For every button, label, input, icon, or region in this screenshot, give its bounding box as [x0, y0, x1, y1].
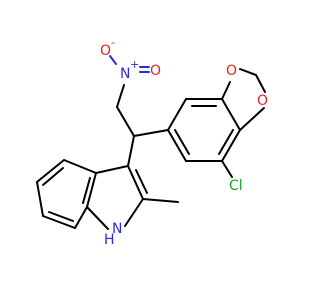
- bond-c-nh: [124, 198, 144, 227]
- bond: [86, 172, 97, 208]
- nitro-nitrogen-label: N: [120, 66, 130, 82]
- double-bond-inner: [82, 177, 91, 204]
- bond: [167, 129, 187, 162]
- bond-o-ch2: [239, 68, 257, 76]
- bond-methyl: [142, 198, 179, 203]
- bond-ch-ch2: [116, 106, 135, 137]
- bond: [36, 181, 44, 217]
- bond: [127, 135, 135, 167]
- bond-double-inner: [135, 169, 148, 194]
- bond: [167, 98, 187, 131]
- bond: [63, 159, 97, 174]
- bond: [221, 129, 241, 162]
- double-bond-inner: [42, 167, 64, 186]
- bond-ar-ch: [133, 129, 169, 137]
- bond-c-o: [221, 81, 231, 100]
- bond: [74, 206, 88, 229]
- bond: [36, 159, 65, 183]
- bond: [221, 98, 241, 131]
- dioxole-ring: [221, 68, 266, 131]
- benzodioxole-ring: [167, 98, 241, 162]
- bond-n-o: [109, 55, 117, 65]
- bond-c-cl: [221, 160, 233, 178]
- structure-svg: N + O - O O O Cl N H: [36, 36, 268, 248]
- molecule-structure-canvas: N + O - O O O Cl N H: [36, 36, 268, 248]
- double-bond-inner: [48, 211, 74, 222]
- dioxole-oxygen-top-label: O: [226, 63, 237, 79]
- nitro-nitrogen-charge: +: [130, 58, 139, 71]
- bond-o-c: [239, 107, 265, 131]
- indole-nitrogen-label: N: [112, 221, 122, 237]
- bond: [42, 215, 76, 229]
- bond-ch2-o: [255, 74, 266, 93]
- bond: [95, 165, 129, 174]
- nitro-oxygen-charge: -: [111, 36, 115, 49]
- chlorine-label: Cl: [229, 178, 243, 194]
- bond-double: [127, 165, 144, 200]
- double-bond-inner: [218, 129, 234, 155]
- bond-nh-c: [86, 206, 109, 230]
- side-chain: [109, 55, 169, 137]
- indole-hydrogen-label: H: [104, 232, 115, 248]
- nitro-oxygen-double-label: O: [150, 63, 161, 79]
- nitro-oxygen-label: O: [100, 43, 111, 59]
- double-bond-inner: [174, 129, 190, 155]
- indole-ring: [36, 135, 179, 230]
- bond-ch2-n: [116, 84, 125, 108]
- dioxole-oxygen-right-label: O: [257, 93, 268, 109]
